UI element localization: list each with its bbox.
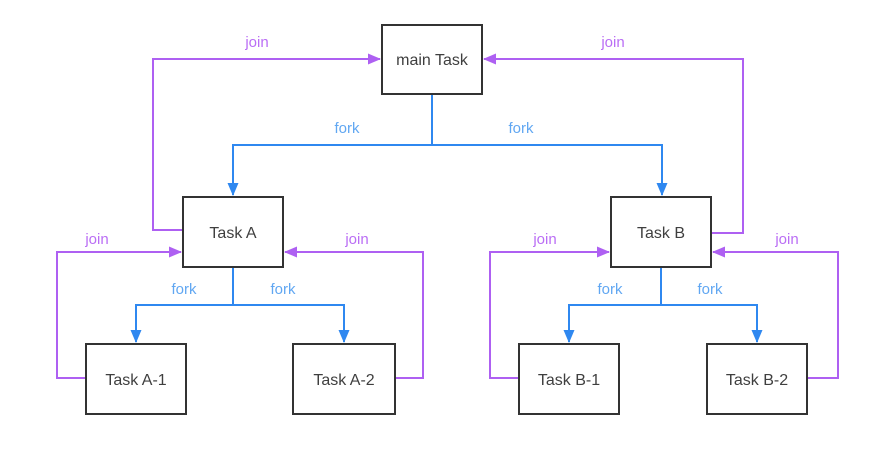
node-task-b1-label: Task B-1 <box>538 372 600 389</box>
node-task-b1[interactable]: Task B-1 <box>518 343 620 415</box>
node-task-a1-box[interactable] <box>85 343 187 415</box>
edge-label-fork: fork <box>334 120 360 137</box>
node-task-b2-label: Task B-2 <box>726 372 788 389</box>
edge-join-task-a1-to-task-a[interactable] <box>56 246 182 379</box>
node-task-a2-box[interactable] <box>292 343 396 415</box>
edge-join-task-b-to-main[interactable] <box>483 53 744 234</box>
edge-join-task-a2-to-task-a[interactable] <box>284 246 424 379</box>
node-task-b2[interactable]: Task B-2 <box>706 343 808 415</box>
edge-label-join: join <box>600 34 624 51</box>
edge-label-fork: fork <box>270 281 296 298</box>
edge-fork-task-b-to-task-b1[interactable] <box>563 267 662 343</box>
node-task-a-label: Task A <box>209 225 256 242</box>
node-task-b[interactable]: Task B <box>610 196 712 268</box>
edge-label-join: join <box>532 231 556 248</box>
edge-join-task-b1-to-task-b[interactable] <box>489 246 610 379</box>
node-task-b2-box[interactable] <box>706 343 808 415</box>
node-task-a1-label: Task A-1 <box>105 372 166 389</box>
edge-label-join: join <box>244 34 268 51</box>
edge-label-fork: fork <box>697 281 723 298</box>
edge-label-join: join <box>774 231 798 248</box>
edge-label-fork: fork <box>508 120 534 137</box>
edge-label-fork: fork <box>171 281 197 298</box>
edge-label-join: join <box>344 231 368 248</box>
node-task-a1[interactable]: Task A-1 <box>85 343 187 415</box>
node-task-b-label: Task B <box>637 225 685 242</box>
edge-fork-main-to-task-b[interactable] <box>432 144 668 196</box>
edge-fork-main-to-task-a[interactable] <box>227 94 433 196</box>
edge-join-task-b2-to-task-b[interactable] <box>712 246 839 379</box>
edge-label-fork: fork <box>597 281 623 298</box>
node-main-task-label: main Task <box>396 52 469 69</box>
edge-fork-task-b-to-task-b2[interactable] <box>661 304 763 343</box>
node-task-a-box[interactable] <box>182 196 284 268</box>
node-task-b1-box[interactable] <box>518 343 620 415</box>
edge-fork-task-a-to-task-a1[interactable] <box>130 267 234 343</box>
node-task-a[interactable]: Task A <box>182 196 284 268</box>
node-main-task[interactable]: main Task <box>381 24 483 95</box>
node-task-a2[interactable]: Task A-2 <box>292 343 396 415</box>
node-task-b-box[interactable] <box>610 196 712 268</box>
node-task-a2-label: Task A-2 <box>313 372 374 389</box>
node-main-task-box[interactable] <box>381 24 483 95</box>
edge-join-task-a-to-main[interactable] <box>152 53 381 231</box>
edge-fork-task-a-to-task-a2[interactable] <box>233 304 350 343</box>
edge-label-join: join <box>84 231 108 248</box>
